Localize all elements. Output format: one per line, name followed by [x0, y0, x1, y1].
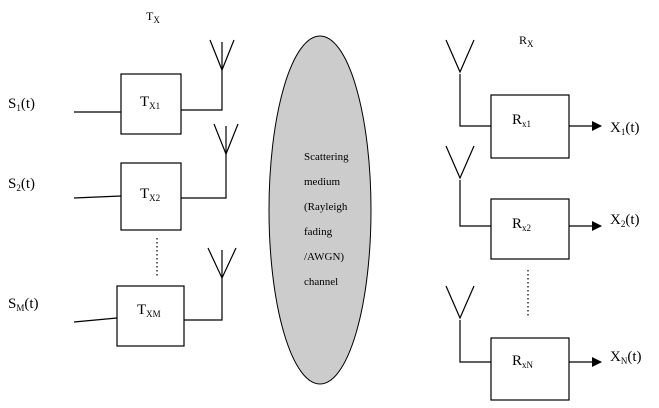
- rx-feed-n: [459, 320, 491, 363]
- tx-block-2: [120, 162, 182, 231]
- output-label-1: X1(t): [610, 120, 640, 137]
- tx-block-label-2: TX2: [140, 186, 160, 203]
- tx-block-1: [120, 73, 182, 135]
- rx-block-2: [490, 198, 570, 260]
- rx-header: RX: [519, 33, 534, 49]
- medium-label: Scattering medium (Rayleigh fading /AWGN…: [304, 151, 351, 288]
- rx-block-n: [490, 337, 570, 401]
- tx-chain-m: SM(t) TXM: [8, 247, 237, 347]
- input-line-2: [73, 195, 122, 199]
- tx-block-label-1: TX1: [140, 94, 160, 111]
- rx-block-label-2: Rx2: [512, 216, 531, 233]
- tx-feed-m: [184, 250, 223, 321]
- rx-antenna-icon-2: [445, 145, 475, 180]
- tx-antenna-icon-2: [213, 123, 239, 156]
- input-label-m: SM(t): [8, 296, 39, 313]
- tx-antenna-icon-1: [209, 39, 235, 72]
- rx-block-label-n: RxN: [512, 353, 534, 370]
- tx-block-label-m: TXM: [137, 302, 161, 319]
- rx-antenna-icon-1: [445, 39, 475, 74]
- input-label-1: S1(t): [8, 96, 35, 113]
- tx-block-m: [116, 285, 185, 347]
- tx-feed-1: [181, 42, 223, 111]
- rx-chain-2: Rx2 X2(t): [445, 145, 640, 260]
- scattering-medium: [268, 35, 372, 385]
- tx-antenna-icon-m: [207, 247, 237, 280]
- rx-chain-n: RxN XN(t): [445, 285, 642, 401]
- tx-chain-2: S2(t) TX2: [8, 123, 239, 231]
- tx-chain-1: S1(t) TX1: [8, 39, 235, 135]
- rx-feed-2: [459, 180, 491, 227]
- rx-antenna-icon-n: [445, 285, 475, 320]
- input-label-2: S2(t): [8, 176, 35, 193]
- input-line-m: [73, 317, 118, 323]
- tx-feed-2: [181, 126, 227, 199]
- output-label-n: XN(t): [610, 349, 642, 366]
- rx-block-label-1: Rx1: [512, 112, 531, 129]
- tx-header: TX: [146, 9, 160, 25]
- rx-chain-1: Rx1 X1(t): [445, 39, 640, 159]
- output-label-2: X2(t): [610, 212, 640, 229]
- rx-feed-1: [459, 74, 491, 127]
